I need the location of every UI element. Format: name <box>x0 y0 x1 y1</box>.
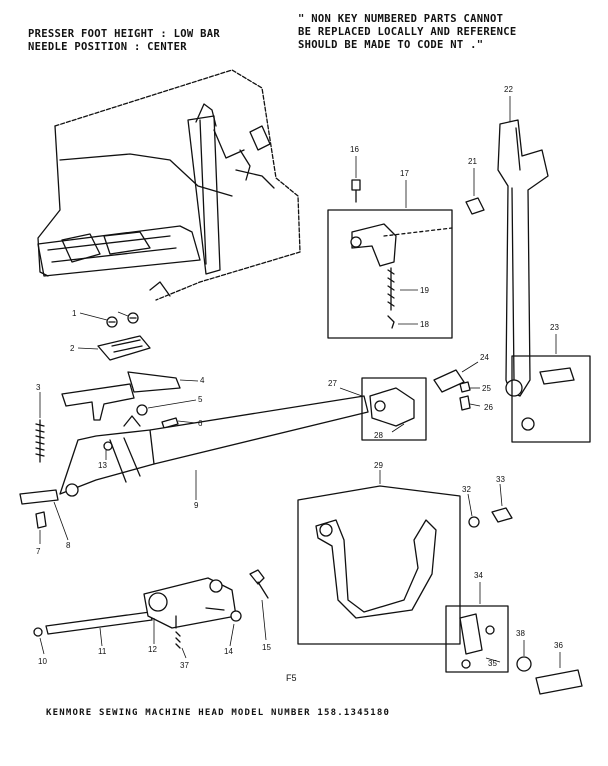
part-21-block <box>465 168 485 215</box>
part-27-box <box>339 377 427 441</box>
part-17-assembly-box <box>327 180 453 339</box>
part-label-11: 11 <box>98 647 107 656</box>
needle-position-note: NEEDLE POSITION : CENTER <box>28 41 187 53</box>
part-29-lever <box>297 470 461 645</box>
part-5-6-pins <box>136 399 197 429</box>
diagram-caption: KENMORE SEWING MACHINE HEAD MODEL NUMBER… <box>46 708 391 718</box>
part-9-presser-bar <box>59 395 369 500</box>
page-code: F5 <box>286 673 297 683</box>
part-label-5: 5 <box>198 395 203 404</box>
part-10-11-shaft <box>33 611 153 655</box>
part-14-15-37-hardware <box>175 569 269 659</box>
part-label-7: 7 <box>36 547 41 556</box>
part-label-32: 32 <box>462 485 471 494</box>
part-4-bracket <box>61 371 199 421</box>
part-24-26-hardware <box>433 361 481 411</box>
part-label-16: 16 <box>350 145 359 154</box>
part-label-34: 34 <box>474 571 483 580</box>
part-label-1: 1 <box>72 309 77 318</box>
presser-foot-height-note: PRESSER FOOT HEIGHT : LOW BAR <box>28 28 221 40</box>
part-label-4: 4 <box>200 376 205 385</box>
machine-head-illustration <box>37 69 301 301</box>
part-label-35: 35 <box>488 659 497 668</box>
part-label-21: 21 <box>468 157 477 166</box>
part-label-33: 33 <box>496 475 505 484</box>
part-22-needle-bar <box>497 96 549 397</box>
part-label-37: 37 <box>180 661 189 670</box>
part-label-22: 22 <box>504 85 513 94</box>
part-7-8-screws <box>19 489 69 544</box>
part-label-29: 29 <box>374 461 383 470</box>
part-label-12: 12 <box>148 645 157 654</box>
part-32-33-screws <box>467 483 513 528</box>
replacement-note-line1: " NON KEY NUMBERED PARTS CANNOT <box>298 13 504 25</box>
part-label-23: 23 <box>550 323 559 332</box>
part-1-screws <box>79 311 139 328</box>
part-label-24: 24 <box>480 353 489 362</box>
part-label-2: 2 <box>70 344 75 353</box>
part-label-18: 18 <box>420 320 429 329</box>
part-label-25: 25 <box>482 384 491 393</box>
part-34-box <box>445 582 509 673</box>
replacement-note-line2: BE REPLACED LOCALLY AND REFERENCE <box>298 26 517 38</box>
replacement-note-line3: SHOULD BE MADE TO CODE NT ." <box>298 39 484 51</box>
part-3-spring <box>35 392 45 463</box>
part-label-9: 9 <box>194 501 199 510</box>
part-number-labels: 1 2 3 4 5 6 7 8 9 10 11 12 13 14 15 16 1… <box>36 85 563 670</box>
part-label-3: 3 <box>36 383 41 392</box>
part-label-13: 13 <box>98 461 107 470</box>
part-label-10: 10 <box>38 657 47 666</box>
part-23-box <box>511 334 591 443</box>
part-label-27: 27 <box>328 379 337 388</box>
part-16-screw <box>351 156 361 203</box>
part-label-8: 8 <box>66 541 71 550</box>
part-label-17: 17 <box>400 169 409 178</box>
part-label-26: 26 <box>484 403 493 412</box>
part-label-14: 14 <box>224 647 233 656</box>
part-label-28: 28 <box>374 431 383 440</box>
part-label-36: 36 <box>554 641 563 650</box>
part-12-presser-foot-holder <box>143 577 237 644</box>
part-label-6: 6 <box>198 419 203 428</box>
part-label-15: 15 <box>262 643 271 652</box>
part-36-38-hardware <box>516 640 583 695</box>
part-label-19: 19 <box>420 286 429 295</box>
part-2-plate <box>77 335 151 361</box>
part-label-38: 38 <box>516 629 525 638</box>
